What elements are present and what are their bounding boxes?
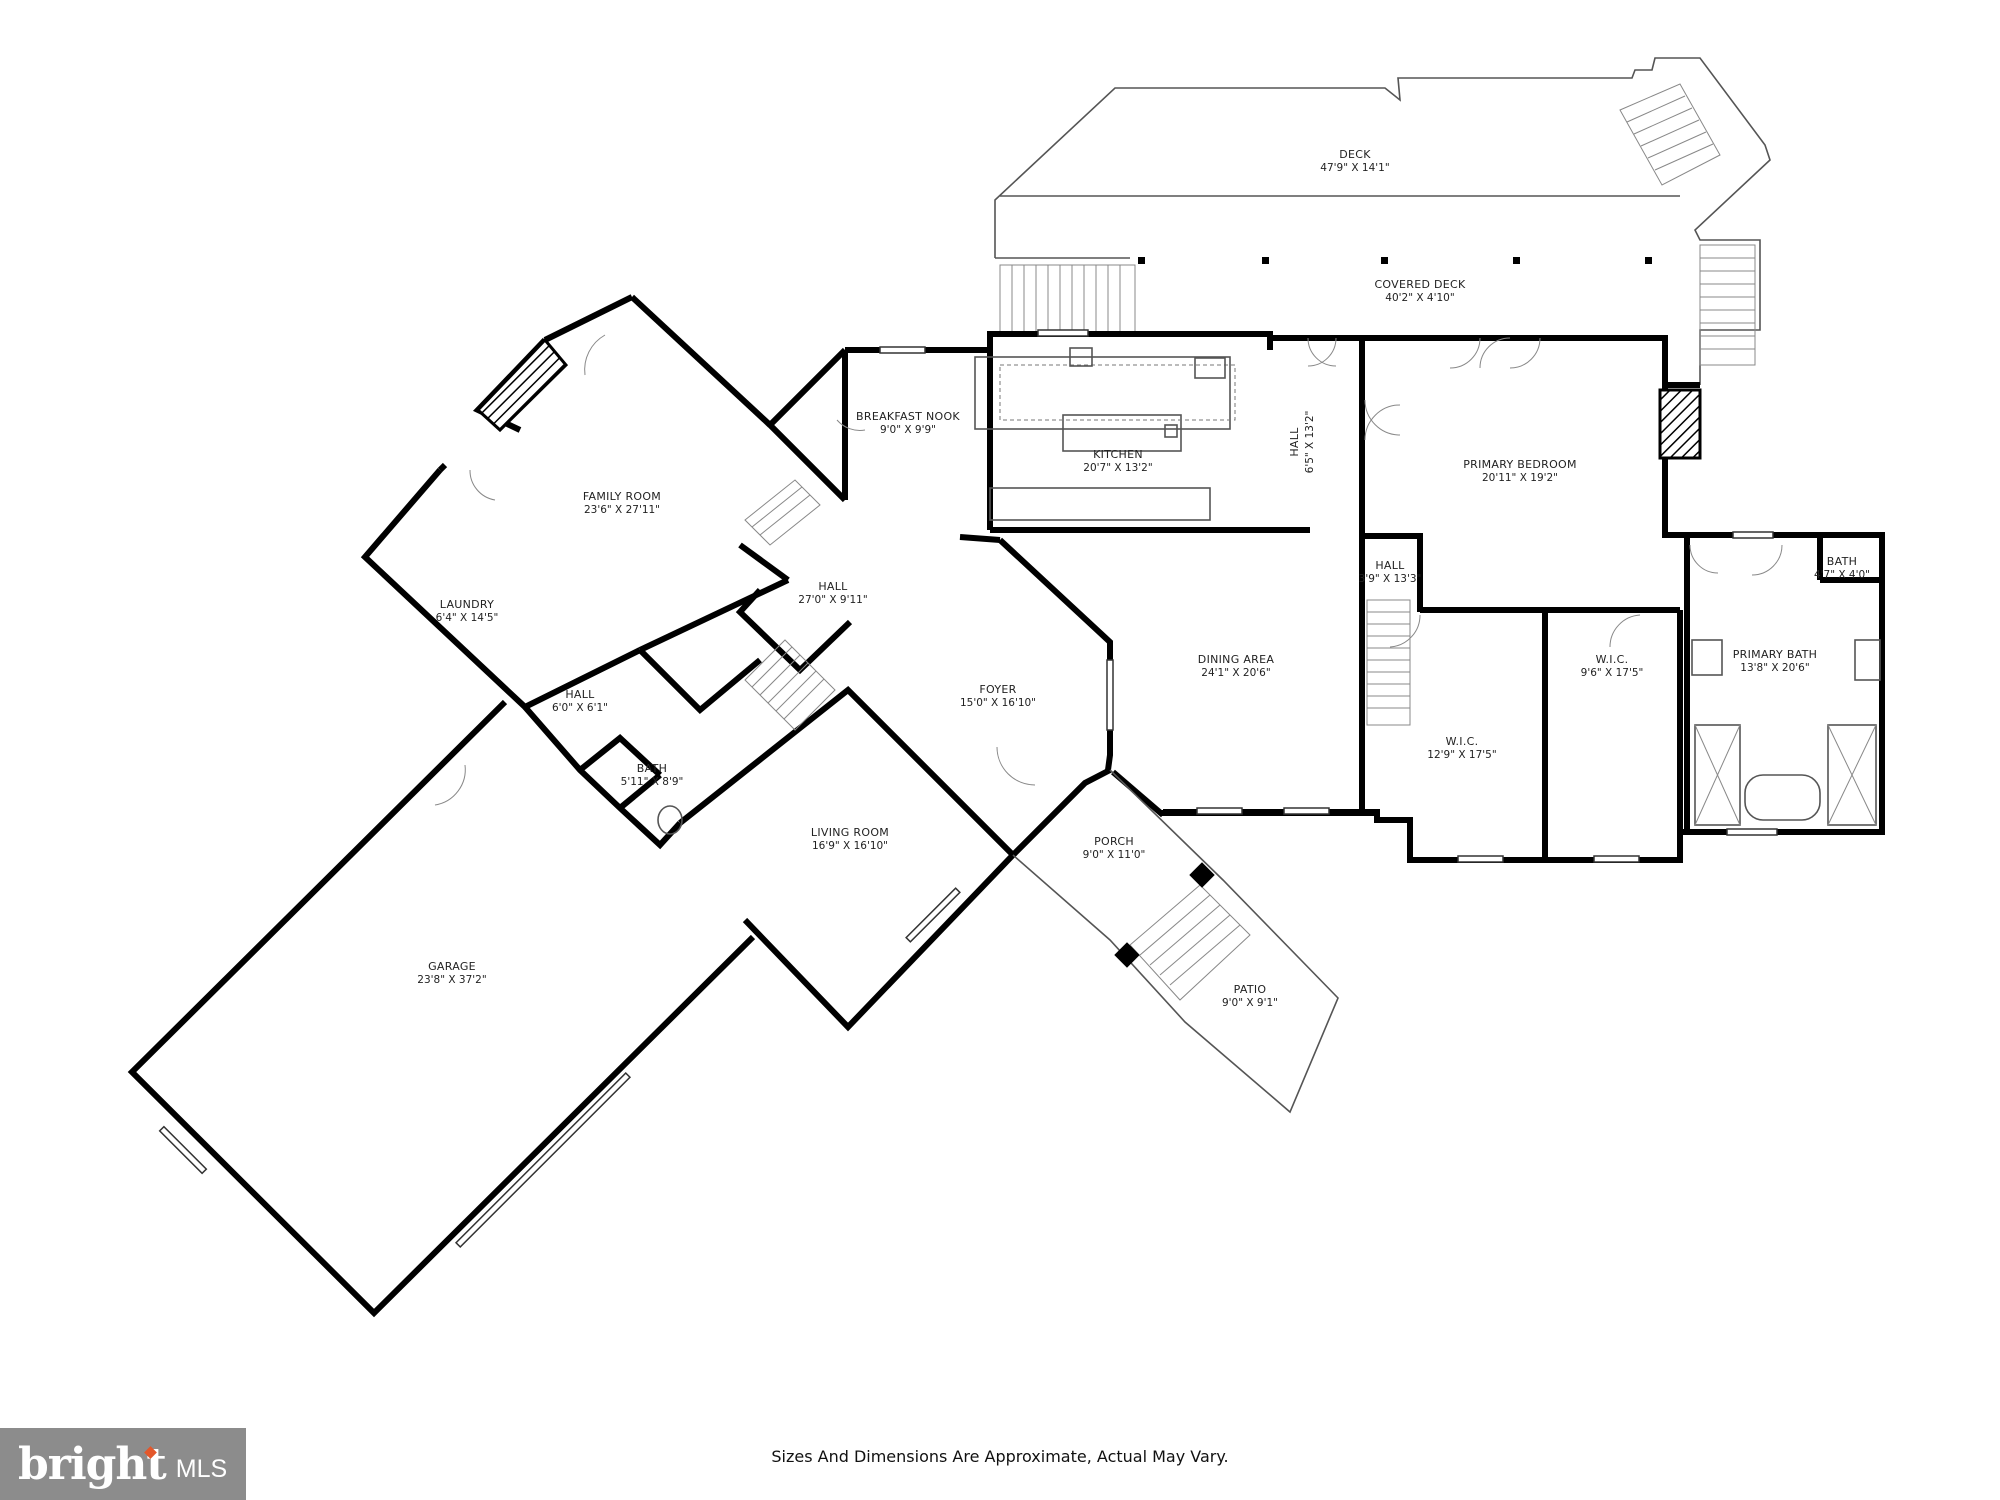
room-dims-hall-b: 27'0" X 9'11" [798,594,867,606]
room-label-wic-b: W.I.C. [1446,735,1479,748]
room-label-hall-d: HALL [565,688,595,701]
room-dims-hall-d: 6'0" X 6'1" [552,702,608,714]
deck-outline [994,57,1771,385]
room-dims-breakfast-nook: 9'0" X 9'9" [880,424,936,436]
room-label-porch: PORCH [1094,835,1134,848]
interior-stairs [744,479,1411,731]
room-label-hall-c: HALL [1375,559,1405,572]
room-dims-laundry: 6'4" X 14'5" [436,612,499,624]
room-label-wic-a: W.I.C. [1596,653,1629,666]
kitchen-fixtures [974,347,1236,521]
room-dims-hall-c: 3'9" X 13'3" [1359,573,1422,585]
room-dims-kitchen: 20'7" X 13'2" [1083,462,1152,474]
room-label-breakfast-nook: BREAKFAST NOOK [856,410,960,423]
room-label-family-room: FAMILY ROOM [583,490,661,503]
room-dims-primary-bedroom: 20'11" X 19'2" [1482,472,1558,484]
room-dims-dining-area: 24'1" X 20'6" [1201,667,1270,679]
room-label-foyer: FOYER [979,683,1016,696]
room-dims-garage: 23'8" X 37'2" [417,974,486,986]
disclaimer-text: Sizes And Dimensions Are Approximate, Ac… [771,1447,1229,1466]
room-dims-porch: 9'0" X 11'0" [1083,849,1146,861]
room-dims-wic-b: 12'9" X 17'5" [1427,749,1496,761]
room-dims-bath-a: 4'7" X 4'0" [1814,569,1870,581]
room-dims-patio: 9'0" X 9'1" [1222,997,1278,1009]
room-dims-living-room: 16'9" X 16'10" [812,840,888,852]
porch-patio [1012,769,1339,1114]
room-labels: DECK 47'9" X 14'1" COVERED DECK 40'2" X … [417,148,1870,1009]
room-dims-family-room: 23'6" X 27'11" [584,504,660,516]
room-label-kitchen: KITCHEN [1093,448,1143,461]
deck-stairs-e [1699,244,1756,366]
deck-stairs-w [999,264,1136,334]
room-label-patio: PATIO [1234,983,1267,996]
room-label-deck: DECK [1339,148,1371,161]
brand-logo-word: bright [18,1438,167,1490]
doors [434,334,1783,806]
fireplace-bedroom [1658,388,1702,460]
room-dims-bath-b: 5'11" X 8'9" [621,776,684,788]
room-dims-wic-a: 9'6" X 17'5" [1581,667,1644,679]
bath-fixtures [657,639,1881,835]
room-label-bath-b: BATH [637,762,667,775]
room-label-living-room: LIVING ROOM [811,826,889,839]
room-label-bath-a: BATH [1827,555,1857,568]
room-dims-covered-deck: 40'2" X 4'10" [1385,292,1454,304]
room-dims-hall-a: 6'5" X 13'2" [1304,411,1316,474]
room-label-garage: GARAGE [428,960,476,973]
room-label-hall-a: HALL [1288,427,1301,457]
room-dims-primary-bath: 13'8" X 20'6" [1740,662,1809,674]
windows [158,329,1778,1249]
room-label-dining-area: DINING AREA [1198,653,1275,666]
interior-walls [637,338,1882,860]
room-label-primary-bath: PRIMARY BATH [1733,648,1818,661]
fireplace-family [475,337,569,433]
brand-logo-suffix: MLS [175,1454,228,1483]
room-label-covered-deck: COVERED DECK [1374,278,1466,291]
room-label-primary-bedroom: PRIMARY BEDROOM [1463,458,1577,471]
room-dims-foyer: 15'0" X 16'10" [960,697,1036,709]
deck-stairs-ne [1619,83,1721,186]
room-dims-deck: 47'9" X 14'1" [1320,162,1389,174]
room-label-laundry: LAUNDRY [440,598,494,611]
exterior-walls [127,294,1885,1318]
brand-logo: bright MLS [0,1428,246,1500]
room-label-hall-b: HALL [818,580,848,593]
